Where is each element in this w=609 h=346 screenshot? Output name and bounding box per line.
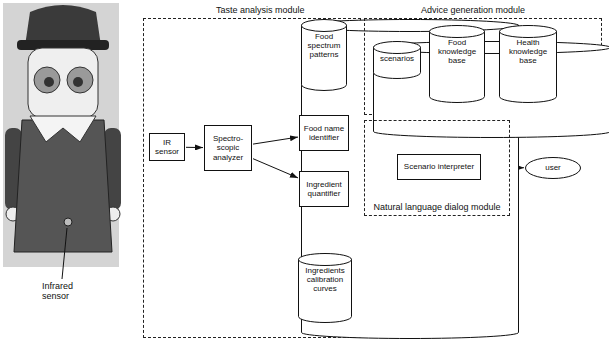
robot-face	[28, 48, 98, 118]
database-cylinder: scenarios	[373, 41, 421, 79]
cylinder-top	[500, 26, 557, 38]
module-region: Taste analysis moduleIR sensorSpectro- s…	[143, 18, 361, 338]
photo-ground	[3, 3, 119, 267]
node-label: scenarios	[373, 41, 421, 63]
robot-scarf	[30, 116, 96, 142]
leader-line	[62, 228, 67, 279]
node-label: IR sensor	[152, 138, 182, 156]
database-cylinder: Health knowledge base	[499, 25, 557, 103]
process-box: Ingredient quantifier	[299, 171, 349, 207]
robot-eye	[34, 67, 60, 93]
cylinder-top	[299, 254, 352, 266]
module-region: Advice generation modulescenariosFood kn…	[364, 18, 602, 115]
process-box: Scenario interpreter	[397, 154, 481, 180]
cylinder-top	[302, 20, 519, 32]
connector	[253, 159, 298, 178]
connector	[186, 147, 203, 148]
robot-hat	[25, 5, 101, 46]
node-label: Ingredient quantifier	[302, 180, 346, 198]
robot-pupil	[73, 77, 83, 87]
module-region: Natural language dialog module Scenario i…	[364, 120, 510, 216]
node-label: Spectro- scopic analyzer	[207, 134, 249, 162]
callout-label-box: Infrared sensor	[42, 281, 98, 302]
robot-body	[14, 120, 112, 252]
database-cylinder: Food spectrum patterns	[301, 19, 347, 91]
process-box: Spectro- scopic analyzer	[204, 125, 252, 171]
cylinder-top	[302, 20, 347, 32]
module-title: Natural language dialog module	[365, 202, 509, 212]
node-label: Food name identifier	[302, 124, 346, 142]
cylinder-top	[374, 42, 421, 54]
ellipse-outline	[526, 158, 581, 179]
process-box: Food name identifier	[299, 115, 349, 151]
database-cylinder: Ingredients calibration curves	[298, 253, 352, 323]
connector	[253, 137, 298, 144]
node-label: Scenario interpreter	[400, 162, 478, 171]
module-title: Advice generation module	[421, 5, 525, 15]
robot-eye	[67, 67, 93, 93]
node-label: Food spectrum patterns	[301, 19, 347, 60]
cylinder-top	[430, 26, 485, 38]
module-title: Taste analysis module	[216, 5, 305, 15]
process-box: IR sensor	[149, 133, 185, 161]
terminal-ellipse: user	[525, 157, 581, 179]
node-label: Health knowledge base	[499, 25, 557, 66]
node-label: user	[525, 163, 581, 172]
callout-label: Infrared sensor	[42, 281, 98, 302]
infrared-sensor-window	[64, 218, 72, 226]
robot-pupil	[44, 77, 54, 87]
cylinder-top	[374, 42, 609, 54]
node-label: Food knowledge base	[429, 25, 485, 66]
node-label: Ingredients calibration curves	[298, 253, 352, 294]
database-cylinder: Food knowledge base	[429, 25, 485, 103]
